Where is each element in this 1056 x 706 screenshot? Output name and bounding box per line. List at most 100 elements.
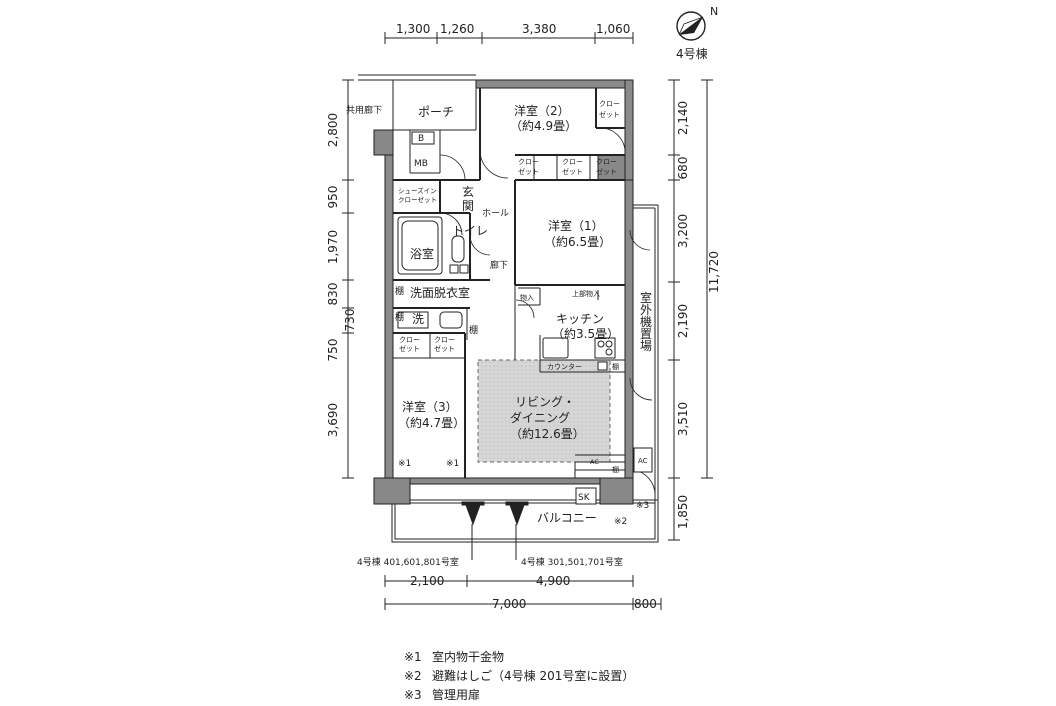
note-3: ※3 管理用扉	[404, 686, 634, 705]
mark1-bedroom3-left: ※1	[398, 459, 411, 469]
bottom-dim-balcony: 800	[634, 597, 657, 611]
thin-partitions	[392, 129, 625, 478]
bedroom2-name: 洋室（2）	[514, 103, 570, 118]
balcony-label: バルコニー	[537, 511, 597, 525]
bathroom-fixtures	[397, 216, 469, 329]
notes-list: ※1 室内物干金物 ※2 避難はしご（4号棟 201号室に設置） ※3 管理用扉	[404, 648, 634, 705]
left-dimension-line	[342, 79, 354, 479]
right-dim-1: 2,140	[676, 101, 690, 135]
note-3-text: 管理用扉	[432, 688, 481, 702]
top-dim-1: 1,300	[396, 22, 430, 36]
hall-label: ホール	[482, 208, 509, 219]
kitchen-size: （約3.5畳）	[552, 326, 619, 341]
note-2: ※2 避難はしご（4号棟 201号室に設置）	[404, 667, 634, 686]
kitchen-name: キッチン	[556, 312, 604, 326]
right-dimension-line	[668, 79, 713, 541]
outdoor-unit-label-1: 室	[640, 290, 652, 305]
balcony-drain-icons	[461, 501, 529, 526]
sk-box	[575, 487, 597, 505]
outdoor-unit-label-4: 置	[640, 327, 652, 341]
bedroom1-size: （約6.5畳）	[544, 234, 611, 249]
storage-label: 物入	[520, 293, 534, 302]
balcony-outline	[391, 204, 659, 543]
closet-b3-1-bottom: ゼット	[399, 344, 420, 353]
shelf-label-2: 棚	[395, 311, 404, 323]
note-2-text: 避難はしご（4号棟 201号室に設置）	[432, 669, 635, 683]
left-dim-6: 3,690	[326, 403, 340, 437]
note-3-mark: ※3	[404, 688, 422, 702]
right-dim-2: 680	[676, 157, 690, 180]
unit-label-leaders	[471, 524, 517, 560]
toilet-label: トイレ	[452, 224, 488, 238]
counter-label: カウンター	[547, 362, 582, 371]
shoes-closet-top: シューズイン	[398, 186, 437, 195]
living-size: （約12.6畳）	[510, 426, 585, 441]
right-dim-5: 3,510	[676, 402, 690, 436]
bottom-dimension-line	[384, 575, 662, 610]
bottom-dim-total: 7,000	[492, 597, 526, 611]
common-corridor-label: 共用廊下	[346, 104, 382, 116]
closet-b3-2-bottom: ゼット	[434, 344, 455, 353]
closet-b1-3-top: クロー	[596, 158, 617, 166]
mark2-label: ※2	[614, 517, 627, 527]
porch-label: ポーチ	[418, 105, 454, 119]
bottom-dim-2: 4,900	[536, 574, 570, 588]
living-label-2: ダイニング	[510, 410, 570, 425]
bedroom1-name: 洋室（1）	[548, 218, 604, 233]
top-dim-2: 1,260	[440, 22, 474, 36]
bath-label: 浴室	[410, 246, 434, 261]
shelf-label-1: 棚	[395, 285, 404, 297]
ac-label: AC	[638, 457, 648, 465]
shelf-label-kitchen: 棚	[612, 362, 619, 371]
outdoor-unit-label-5: 場	[640, 339, 652, 353]
shoes-closet-bottom: クローゼット	[398, 195, 437, 204]
bedroom3-name: 洋室（3）	[402, 399, 458, 414]
closet-b1-2-bottom: ゼット	[562, 167, 583, 176]
building-label: 4号棟	[676, 46, 708, 61]
mb-label: MB	[414, 159, 428, 169]
entrance-label-2: 関	[462, 199, 474, 213]
upper-storage-label: 上部物入	[572, 289, 600, 298]
top-dim-3: 3,380	[522, 22, 556, 36]
closet-b1-2-top: クロー	[562, 158, 583, 166]
sk-label: SK	[578, 493, 591, 503]
top-dim-4: 1,060	[596, 22, 630, 36]
left-dim-3: 1,970	[326, 230, 340, 264]
closet-b1-1-bottom: ゼット	[518, 167, 539, 176]
shelf-label-3: 棚	[469, 324, 478, 336]
washer-label: 洗	[412, 312, 424, 326]
mark3-label: ※3	[636, 501, 649, 511]
left-dim-extra: 730	[343, 309, 357, 332]
compass-north-label: N	[710, 5, 718, 18]
bottom-dim-1: 2,100	[410, 574, 444, 588]
closet-b1-3-bottom: ゼット	[596, 167, 617, 176]
top-dimension-line	[384, 32, 634, 44]
note-1-mark: ※1	[404, 650, 422, 664]
closet-b1-1-top: クロー	[518, 158, 539, 166]
compass-icon	[676, 11, 706, 41]
mb-box	[411, 131, 435, 145]
unit-label-left: 4号棟 401,601,801号室	[357, 556, 459, 568]
shelf-label-living: 棚	[612, 465, 619, 474]
left-dim-5: 750	[326, 339, 340, 362]
living-floor-area	[477, 359, 611, 463]
bedroom3-size: （約4.7畳）	[398, 415, 465, 430]
note-1-text: 室内物干金物	[432, 650, 505, 664]
outdoor-unit-label-3: 機	[640, 314, 652, 329]
corridor-label: 廊下	[490, 259, 508, 271]
mark1-bedroom3-right: ※1	[446, 459, 459, 469]
common-corridor	[358, 74, 477, 155]
ac-small-label: AC	[590, 458, 599, 466]
note-2-mark: ※2	[404, 669, 422, 683]
right-dim-6: 1,850	[676, 495, 690, 529]
ac-box	[633, 447, 653, 473]
washroom-label: 洗面脱衣室	[410, 285, 470, 300]
note-1: ※1 室内物干金物	[404, 648, 634, 667]
living-label-1: リビング・	[515, 395, 575, 409]
left-dim-2: 950	[326, 186, 340, 209]
closet-b3-2-top: クロー	[434, 336, 455, 344]
right-dim-total: 11,720	[707, 251, 721, 293]
right-dim-4: 2,190	[676, 304, 690, 338]
right-dim-3: 3,200	[676, 214, 690, 248]
left-dim-1: 2,800	[326, 113, 340, 147]
